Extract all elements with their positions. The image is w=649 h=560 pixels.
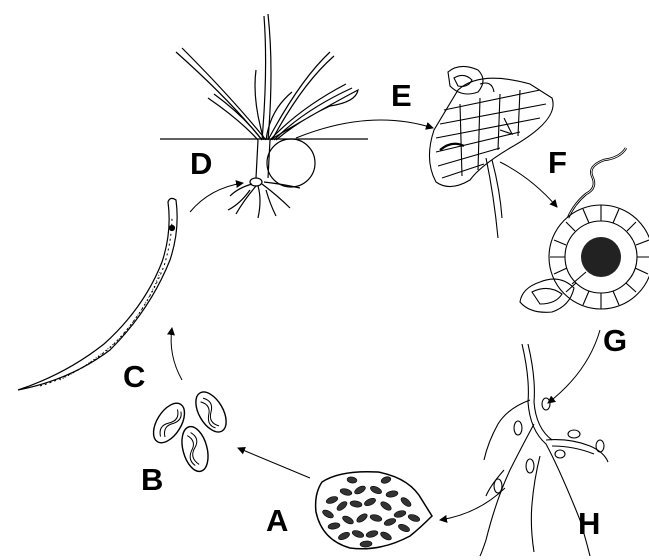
root-zone-highlight-circle [267, 139, 315, 187]
arrow-c-to-d [190, 183, 243, 212]
egg-mass-illustration [316, 472, 432, 549]
egg-3 [177, 424, 212, 475]
arrow-d-to-e [296, 120, 433, 138]
stage-label-f: F [548, 147, 567, 178]
juvenile-worm-illustration [18, 198, 177, 390]
stage-label-h: H [578, 508, 600, 539]
root-section-illustration [429, 66, 553, 238]
stage-label-c: C [123, 361, 145, 392]
stage-label-g: G [603, 325, 627, 356]
stage-label-e: E [391, 80, 412, 111]
egg-1 [147, 398, 191, 448]
stage-label-b: B [141, 464, 163, 495]
stage-label-d: D [190, 148, 212, 179]
arrow-a-to-b [238, 448, 310, 478]
arrow-g-to-h [548, 330, 600, 403]
egg-2 [190, 387, 233, 437]
host-plant-illustration [160, 14, 368, 218]
arrow-b-to-c [171, 328, 182, 380]
stage-label-a: A [266, 505, 288, 536]
arrow-h-to-a [440, 488, 505, 520]
root-cross-section-illustration [520, 205, 649, 312]
cycle-arrows [171, 120, 600, 520]
